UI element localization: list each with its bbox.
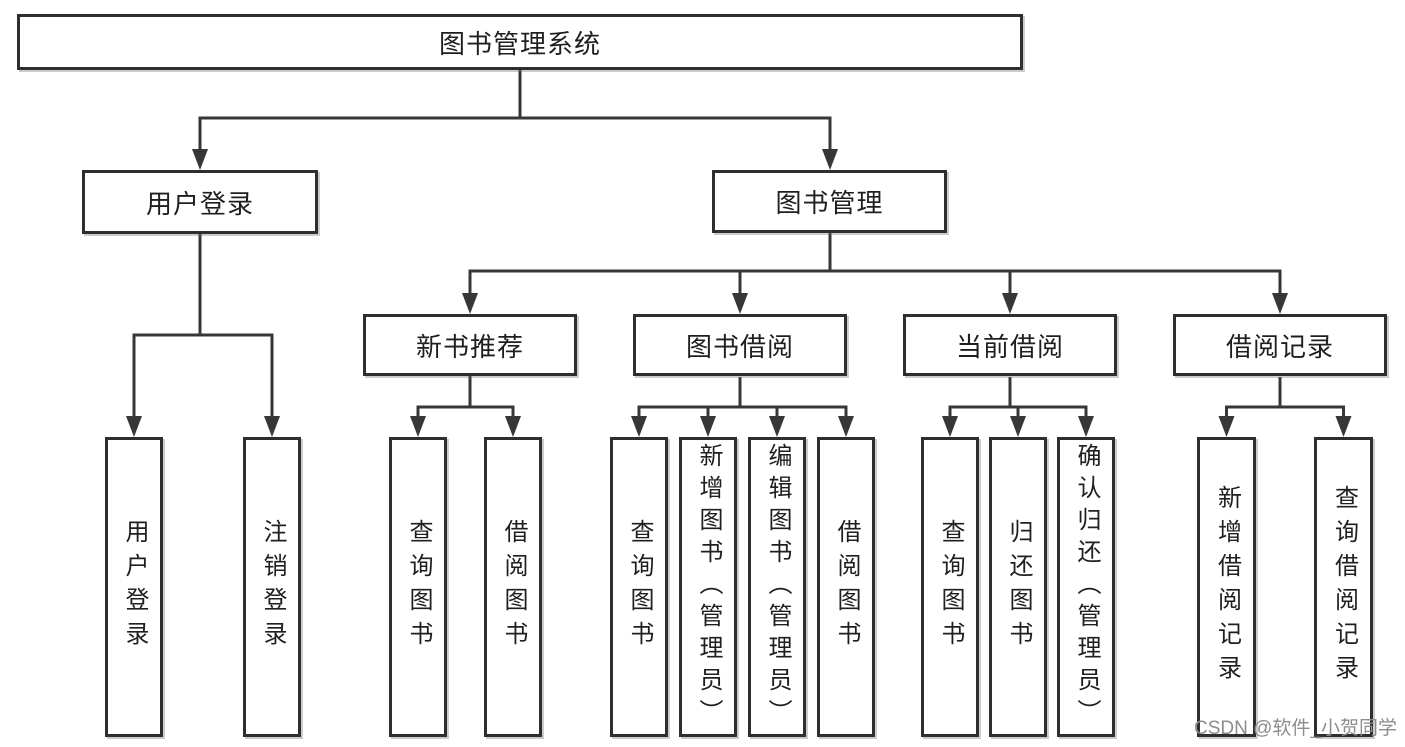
node-current-borrowing: 当前借阅 xyxy=(903,314,1117,376)
leaf-borrow-books-1: 借阅图书 xyxy=(484,437,542,737)
leaf-edit-books-admin-label: 编辑图书（管理员） xyxy=(764,443,791,731)
connector-arrow xyxy=(822,149,838,170)
node-book-management: 图书管理 xyxy=(712,170,947,233)
node-root-label: 图书管理系统 xyxy=(438,28,601,59)
connector-arrow xyxy=(631,416,647,437)
leaf-query-books-3: 查询图书 xyxy=(921,437,979,737)
leaf-query-books-2-label: 查询图书 xyxy=(626,519,653,655)
connector-arrow xyxy=(126,416,142,437)
connector-arrow xyxy=(1078,416,1094,437)
leaf-edit-books-admin: 编辑图书（管理员） xyxy=(748,437,806,737)
connector-arrow xyxy=(410,416,426,437)
node-user-login-label: 用户登录 xyxy=(145,188,254,219)
node-borrowing-records-label: 借阅记录 xyxy=(1225,331,1334,362)
connector-arrow xyxy=(1335,416,1352,437)
node-borrowing-records: 借阅记录 xyxy=(1173,314,1387,376)
leaf-user-login: 用户登录 xyxy=(105,437,163,737)
leaf-query-books-3-label: 查询图书 xyxy=(937,519,964,655)
leaf-borrow-books-2-label: 借阅图书 xyxy=(833,519,860,655)
leaf-query-books-1: 查询图书 xyxy=(389,437,447,737)
leaf-confirm-return-admin: 确认归还（管理员） xyxy=(1057,437,1115,737)
leaf-borrow-books-2: 借阅图书 xyxy=(817,437,875,737)
leaf-add-borrow-record-label: 新增借阅记录 xyxy=(1213,485,1241,689)
leaf-return-books-label: 归还图书 xyxy=(1005,519,1032,655)
leaf-confirm-return-admin-label: 确认归还（管理员） xyxy=(1073,443,1100,731)
leaf-add-borrow-record: 新增借阅记录 xyxy=(1197,437,1256,737)
connector-arrow xyxy=(1010,416,1026,437)
leaf-logout-login-label: 注销登录 xyxy=(259,519,286,655)
connector-arrow xyxy=(1272,293,1288,314)
connector-arrow xyxy=(769,416,785,437)
node-new-book-recommend: 新书推荐 xyxy=(363,314,577,376)
leaf-query-borrow-record: 查询借阅记录 xyxy=(1314,437,1373,737)
connector-arrow xyxy=(942,416,958,437)
leaf-add-books-admin: 新增图书（管理员） xyxy=(679,437,737,737)
connector-arrow xyxy=(1002,293,1018,314)
node-new-book-recommend-label: 新书推荐 xyxy=(415,331,524,362)
leaf-borrow-books-1-label: 借阅图书 xyxy=(500,519,527,655)
connector-arrow xyxy=(462,293,478,314)
leaf-query-books-2: 查询图书 xyxy=(610,437,668,737)
node-root: 图书管理系统 xyxy=(17,14,1023,70)
connector-arrow xyxy=(838,416,854,437)
leaf-query-borrow-record-label: 查询借阅记录 xyxy=(1330,485,1358,689)
leaf-logout-login: 注销登录 xyxy=(243,437,301,737)
watermark: CSDN @软件_小贺同学 xyxy=(1194,718,1397,739)
connector-arrow xyxy=(700,416,716,437)
leaf-query-books-1-label: 查询图书 xyxy=(405,519,432,655)
node-current-borrowing-label: 当前借阅 xyxy=(955,331,1064,362)
node-book-borrowing-label: 图书借阅 xyxy=(685,331,794,362)
connector-arrow xyxy=(732,293,748,314)
connector-arrow xyxy=(264,416,280,437)
connector-arrow xyxy=(1218,416,1235,437)
connector-arrow xyxy=(192,149,208,170)
leaf-user-login-label: 用户登录 xyxy=(121,519,148,655)
connector-arrow xyxy=(505,416,521,437)
leaf-return-books: 归还图书 xyxy=(989,437,1047,737)
node-user-login: 用户登录 xyxy=(82,170,318,234)
node-book-management-label: 图书管理 xyxy=(775,188,884,218)
leaf-add-books-admin-label: 新增图书（管理员） xyxy=(695,443,722,731)
node-book-borrowing: 图书借阅 xyxy=(633,314,847,376)
